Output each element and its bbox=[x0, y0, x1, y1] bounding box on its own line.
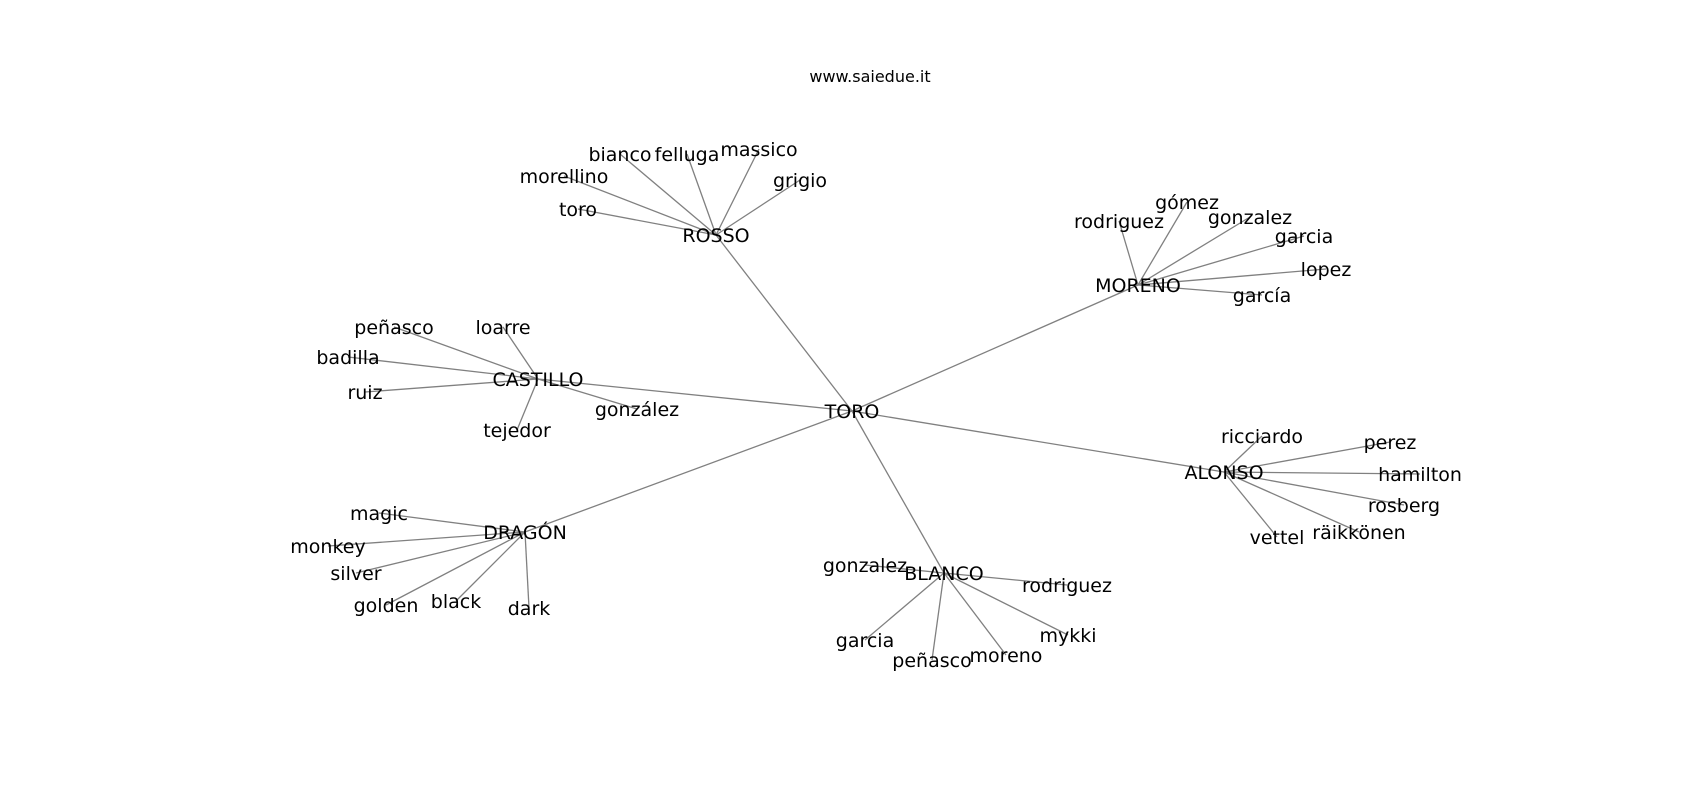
edge-blanco-rodriguez bbox=[943, 572, 1068, 586]
edge-castillo-loarre bbox=[502, 326, 539, 380]
node-group-dragon: DRAGÓN bbox=[483, 520, 567, 544]
edge-alonso-rosberg bbox=[1223, 471, 1405, 506]
node-leaf-blanco-penasco: peñasco bbox=[892, 650, 971, 672]
node-leaf-rosso-massico: massico bbox=[720, 139, 797, 161]
edge-rosso-bianco bbox=[619, 153, 717, 236]
node-leaf-blanco-rodriguez: rodriguez bbox=[1022, 575, 1112, 597]
edge-blanco-mykki bbox=[943, 572, 1069, 636]
edge-rosso-morellino bbox=[563, 175, 717, 236]
node-leaf-castillo-loarre: loarre bbox=[475, 317, 530, 339]
edge-moreno-lopez bbox=[1137, 268, 1327, 286]
node-leaf-castillo-ruiz: ruiz bbox=[347, 382, 382, 404]
edge-root-moreno bbox=[851, 284, 1139, 412]
node-leaf-castillo-tejedor: tejedor bbox=[483, 420, 551, 442]
node-leaf-blanco-garcia: garcia bbox=[836, 630, 894, 652]
site-title: www.saiedue.it bbox=[809, 67, 930, 86]
edge-root-castillo bbox=[537, 378, 853, 412]
node-group-moreno: MORENO bbox=[1095, 275, 1181, 297]
node-leaf-alonso-ricciardo: ricciardo bbox=[1221, 426, 1303, 448]
edge-blanco-penasco bbox=[931, 572, 945, 661]
node-leaf-castillo-gonzalez: gonzález bbox=[595, 399, 679, 421]
node-leaf-moreno-rodriguez: rodriguez bbox=[1074, 211, 1164, 233]
node-group-castillo: CASTILLO bbox=[493, 369, 584, 391]
node-leaf-castillo-badilla: badilla bbox=[316, 347, 379, 369]
node-leaf-blanco-gonzalez: gonzalez bbox=[823, 555, 907, 577]
node-leaf-moreno-garcia: garcía bbox=[1233, 285, 1291, 307]
edges bbox=[327, 148, 1421, 661]
edge-alonso-vettel bbox=[1223, 471, 1278, 538]
edge-dragon-magic bbox=[378, 512, 526, 533]
edge-alonso-perez bbox=[1223, 441, 1391, 473]
edge-root-blanco bbox=[851, 410, 945, 574]
edge-moreno-garcia bbox=[1137, 235, 1305, 286]
node-leaf-blanco-mykki: mykki bbox=[1039, 625, 1096, 647]
edge-castillo-tejedor bbox=[516, 378, 539, 431]
node-leaf-alonso-perez: perez bbox=[1364, 432, 1417, 454]
edge-blanco-moreno bbox=[943, 572, 1007, 656]
edge-dragon-silver bbox=[355, 531, 526, 574]
edge-alonso-raikkonen bbox=[1223, 471, 1360, 533]
node-leaf-dragon-black: black bbox=[431, 591, 481, 613]
node-leaf-castillo-penasco: peñasco bbox=[354, 317, 433, 339]
node-leaf-alonso-raikkonen: räikkönen bbox=[1312, 522, 1405, 544]
edge-root-alonso bbox=[851, 410, 1225, 473]
node-leaf-rosso-bianco: bianco bbox=[588, 144, 651, 166]
node-leaf-alonso-hamilton: hamilton bbox=[1378, 464, 1462, 486]
node-leaf-dragon-monkey: monkey bbox=[290, 536, 365, 558]
node-leaf-dragon-golden: golden bbox=[354, 595, 419, 617]
edge-moreno-garcia bbox=[1137, 284, 1263, 296]
node-leaf-moreno-gonzalez: gonzalez bbox=[1208, 207, 1292, 229]
edge-moreno-rodriguez bbox=[1118, 220, 1139, 286]
node-group-blanco: BLANCO bbox=[904, 563, 984, 585]
node-leaf-moreno-gomez: gómez bbox=[1155, 192, 1219, 214]
edge-blanco-gonzalez bbox=[864, 564, 945, 574]
edge-moreno-gonzalez bbox=[1137, 216, 1251, 286]
edge-rosso-felluga bbox=[686, 153, 717, 236]
edge-alonso-ricciardo bbox=[1223, 435, 1263, 473]
edge-blanco-garcia bbox=[864, 572, 945, 641]
edge-castillo-badilla bbox=[347, 356, 539, 380]
node-leaf-dragon-silver: silver bbox=[330, 563, 381, 585]
node-leaf-moreno-lopez: lopez bbox=[1301, 259, 1352, 281]
edge-dragon-golden bbox=[385, 531, 526, 606]
edge-dragon-black bbox=[455, 531, 526, 602]
node-leaf-dragon-magic: magic bbox=[350, 503, 408, 525]
node-group-rosso: ROSSO bbox=[682, 225, 749, 247]
node-leaf-alonso-rosberg: rosberg bbox=[1368, 495, 1440, 517]
edge-rosso-toro bbox=[577, 208, 717, 236]
node-leaf-rosso-morellino: morellino bbox=[520, 166, 609, 188]
node-leaf-blanco-moreno: moreno bbox=[970, 645, 1043, 667]
node-leaf-rosso-grigio: grigio bbox=[773, 170, 827, 192]
edge-root-rosso bbox=[715, 234, 853, 412]
node-leaf-rosso-toro: toro bbox=[559, 199, 597, 221]
edge-dragon-dark bbox=[524, 531, 530, 609]
edge-moreno-gomez bbox=[1137, 201, 1188, 286]
node-leaf-alonso-vettel: vettel bbox=[1250, 527, 1305, 549]
edge-castillo-gonzalez bbox=[537, 378, 638, 410]
edge-rosso-massico bbox=[715, 148, 760, 236]
edge-root-dragon bbox=[524, 410, 853, 533]
node-leaf-rosso-felluga: felluga bbox=[655, 144, 720, 166]
node-leaf-dragon-dark: dark bbox=[508, 598, 551, 620]
edge-rosso-grigio bbox=[715, 179, 801, 236]
edge-castillo-penasco bbox=[393, 326, 539, 380]
edge-castillo-ruiz bbox=[364, 378, 539, 393]
node-leaf-moreno-garcia: garcia bbox=[1275, 226, 1333, 248]
edge-alonso-hamilton bbox=[1223, 471, 1421, 475]
edge-dragon-monkey bbox=[327, 531, 526, 547]
node-group-alonso: ALONSO bbox=[1184, 462, 1263, 484]
node-root: TORO bbox=[824, 401, 880, 423]
